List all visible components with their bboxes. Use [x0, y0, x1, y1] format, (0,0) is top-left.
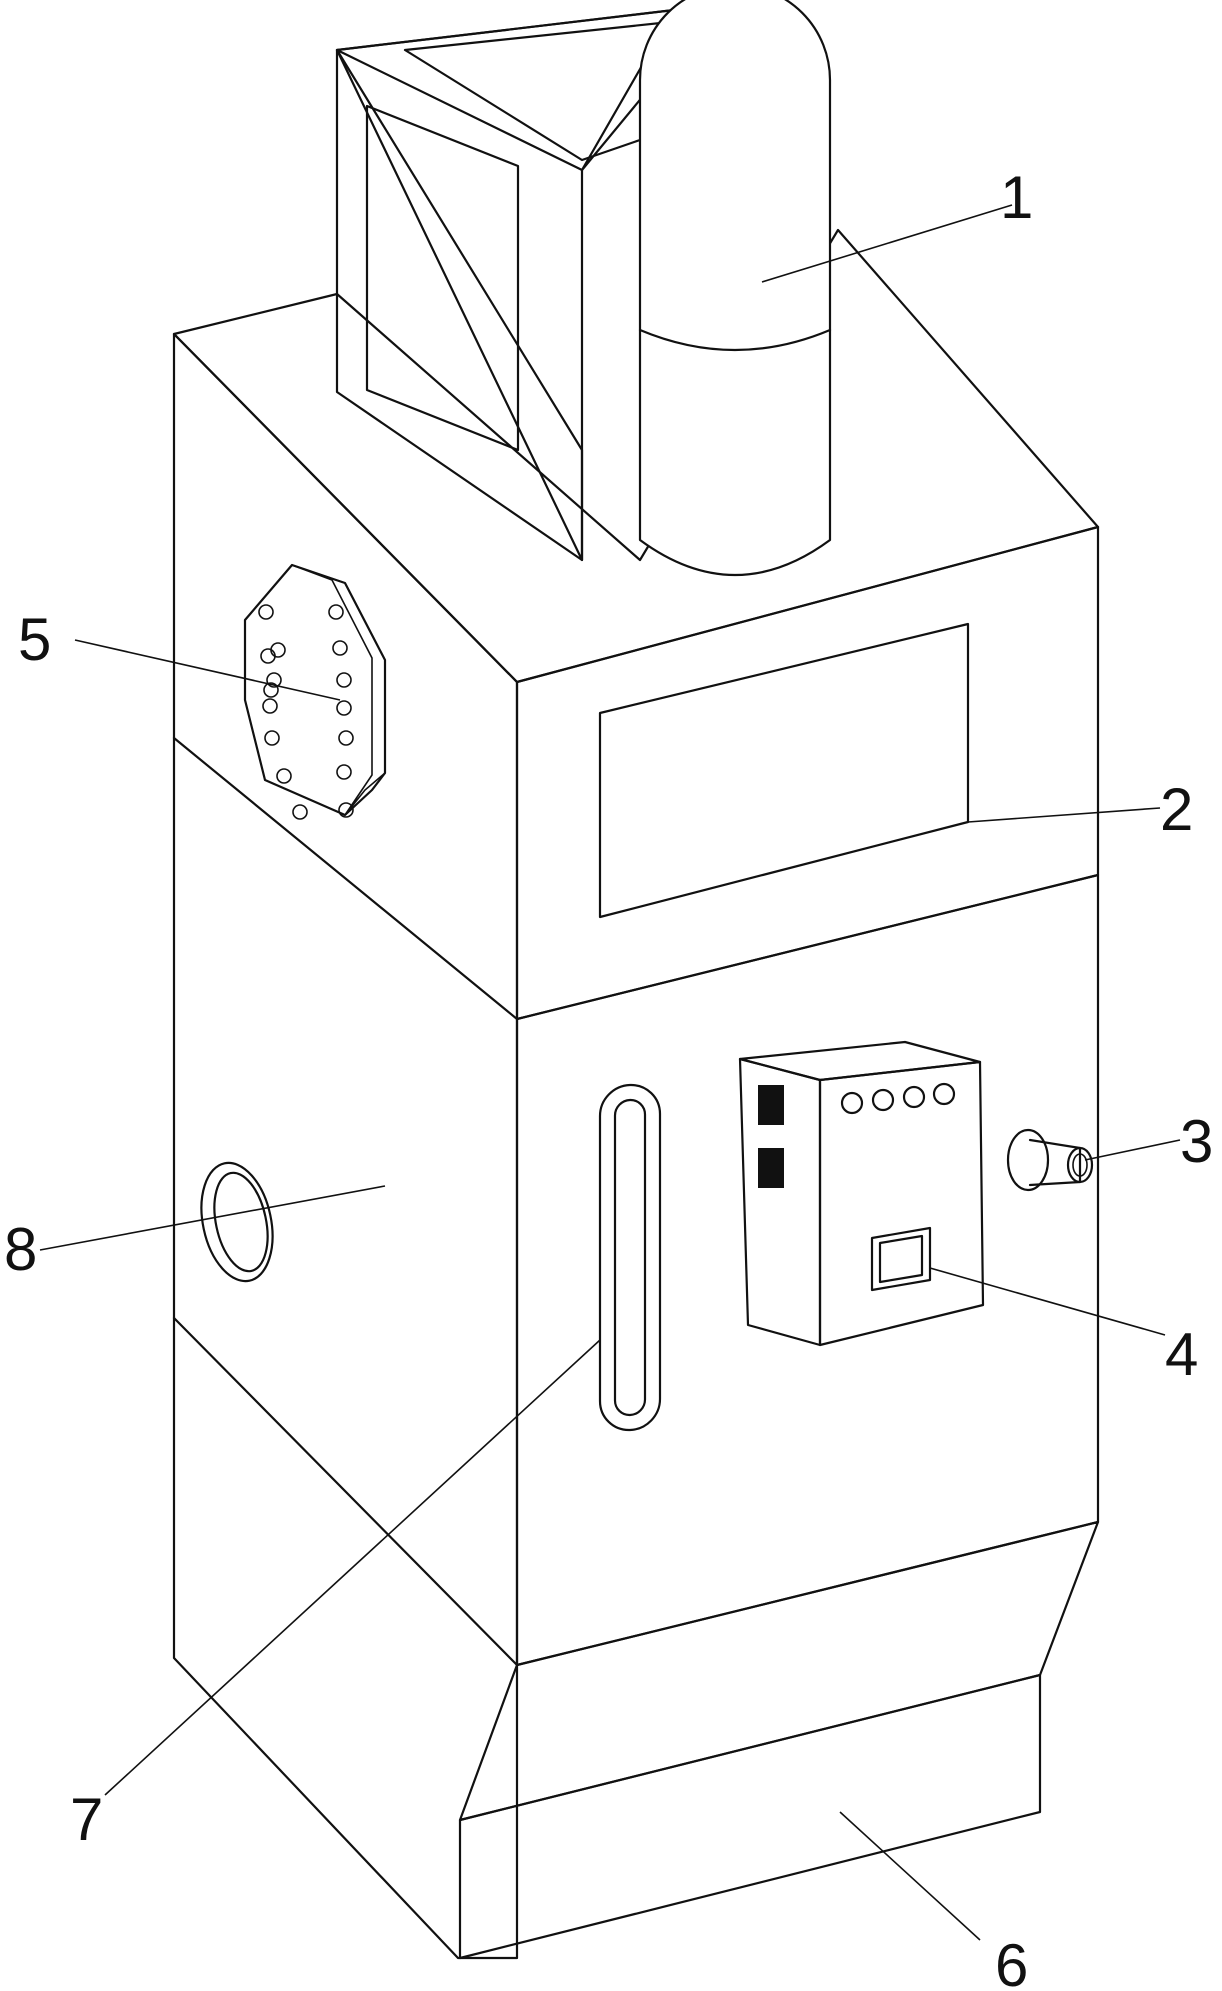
- nozzle-pipe: [1028, 1138, 1082, 1187]
- bolt-hole-icon: [260, 648, 276, 664]
- flange-edge: [291, 564, 386, 816]
- bolt-hole-icon: [338, 802, 354, 818]
- leader-lines: [39, 204, 1181, 1941]
- filter-cylinder: [638, 0, 832, 576]
- button-4-icon: [932, 1082, 956, 1106]
- control-box: [738, 1040, 985, 1347]
- bolt-hole-icon: [292, 804, 308, 820]
- bolt-hole-icon: [266, 672, 282, 688]
- leader-4: [929, 1267, 1166, 1336]
- hopper-front: [458, 1673, 1042, 1960]
- cabinet-top-face: [172, 228, 1100, 684]
- label-3: 3: [1180, 1108, 1213, 1175]
- top-box-opening: [403, 20, 672, 162]
- bolt-hole-icon: [336, 700, 352, 716]
- leader-6: [839, 1811, 981, 1941]
- button-1-icon: [840, 1091, 864, 1115]
- cabinet-front-lower: [515, 873, 1100, 1667]
- bolt-hole-icon: [264, 730, 280, 746]
- side-nozzle: [1006, 1128, 1094, 1192]
- hopper-base: [458, 1520, 1100, 1960]
- cylinder-shell: [638, 0, 832, 576]
- sight-glass: [598, 1083, 662, 1432]
- port-outer: [200, 1161, 274, 1283]
- control-box-top: [738, 1040, 982, 1082]
- flange-outline: [243, 563, 387, 817]
- control-display-inner: [878, 1234, 924, 1284]
- hopper-slope: [458, 1520, 1100, 1822]
- flange-plate: [243, 563, 387, 820]
- label-4: 4: [1165, 1321, 1198, 1388]
- sight-glass-inner: [613, 1098, 647, 1417]
- label-7: 7: [70, 1786, 103, 1853]
- bolt-hole-icon: [263, 682, 279, 698]
- cabinet-left-face: [172, 332, 519, 1960]
- leader-1: [761, 204, 1013, 283]
- bolt-hole-icon: [328, 604, 344, 620]
- control-box-front: [818, 1060, 985, 1347]
- leader-2: [967, 807, 1161, 823]
- button-2-icon: [871, 1088, 895, 1112]
- bolt-hole-icon: [338, 730, 354, 746]
- bolt-hole-icon: [336, 764, 352, 780]
- nozzle-flange: [1006, 1128, 1050, 1192]
- bolt-hole-icon: [258, 604, 274, 620]
- label-1: 1: [1000, 164, 1033, 231]
- vent-slots-lower: [758, 1148, 784, 1188]
- vent-slots-upper: [758, 1085, 784, 1125]
- control-display: [870, 1226, 932, 1292]
- left-divider-lower: [172, 1316, 519, 1667]
- port-inner: [213, 1171, 269, 1273]
- top-box-window: [365, 104, 520, 452]
- cabinet-front-upper: [515, 525, 1100, 1021]
- bolt-hole-icon: [262, 698, 278, 714]
- bolt-hole-icon: [276, 768, 292, 784]
- leader-8: [39, 1185, 386, 1251]
- label-8: 8: [4, 1216, 37, 1283]
- nozzle-tip: [1066, 1146, 1094, 1184]
- label-6: 6: [995, 1932, 1028, 1991]
- bolt-hole-icon: [270, 642, 286, 658]
- top-box-side: [335, 8, 676, 562]
- left-divider-upper: [172, 736, 519, 1021]
- leader-7: [104, 1339, 601, 1796]
- flange-bolts: [258, 604, 354, 820]
- nozzle-bore: [1072, 1153, 1088, 1177]
- cabinet-body: [172, 228, 1100, 1960]
- bolt-hole-icon: [332, 640, 348, 656]
- callout-labels: 1 2 3 4 5 6 7 8: [4, 164, 1213, 1991]
- round-port: [200, 1161, 274, 1283]
- sight-glass-outer: [598, 1083, 662, 1432]
- leader-3: [1084, 1139, 1181, 1161]
- button-3-icon: [902, 1085, 926, 1109]
- front-window: [598, 622, 970, 919]
- bolt-hole-icon: [336, 672, 352, 688]
- label-2: 2: [1160, 776, 1193, 843]
- label-5: 5: [18, 606, 51, 673]
- cylinder-band: [638, 328, 832, 352]
- leader-5: [74, 639, 341, 701]
